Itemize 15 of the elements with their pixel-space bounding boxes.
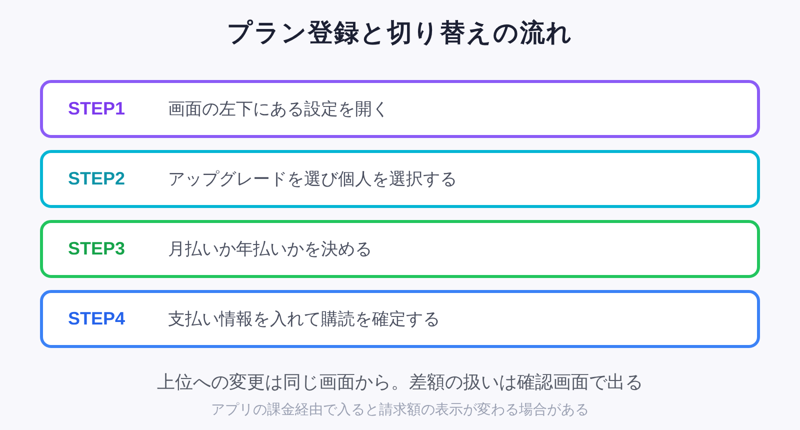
step-text: 支払い情報を入れて購読を確定する <box>168 308 440 330</box>
step-box <box>40 80 760 138</box>
step-text: アップグレードを選び個人を選択する <box>168 168 457 190</box>
step-label: STEP3 <box>68 238 126 260</box>
step-box <box>40 290 760 348</box>
step-label: STEP2 <box>68 168 126 190</box>
note-text: 上位への変更は同じ画面から。差額の扱いは確認画面で出る <box>156 371 644 394</box>
step-label: STEP1 <box>68 98 126 120</box>
note-text: アプリの課金経由で入ると請求額の表示が変わる場合がある <box>210 401 590 419</box>
step-box <box>40 220 760 278</box>
title: プラン登録と切り替えの流れ <box>226 17 574 49</box>
step-text: 月払いか年払いかを決める <box>168 238 372 260</box>
step-text: 画面の左下にある設定を開く <box>168 98 389 120</box>
step-label: STEP4 <box>68 308 126 330</box>
step-box <box>40 150 760 208</box>
